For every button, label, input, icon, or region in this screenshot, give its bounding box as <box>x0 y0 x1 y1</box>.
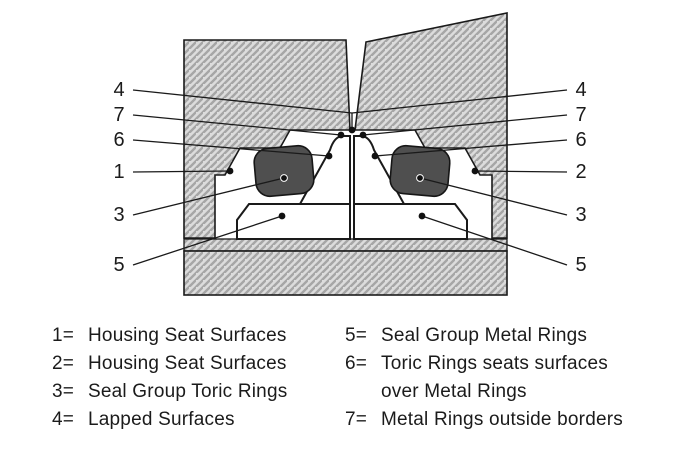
toric-ring-left <box>253 144 315 198</box>
housing-block-right <box>354 12 508 239</box>
leader-line <box>132 177 285 216</box>
legend-text-line: Toric Rings seats surfaces <box>381 353 608 374</box>
leader-line <box>351 89 568 114</box>
legend-text: Toric Rings seats surfaces over Metal Ri… <box>381 350 626 406</box>
legend-item-6: 6= Toric Rings seats surfaces over Metal… <box>345 350 635 406</box>
metal-ring-left-base <box>236 203 351 240</box>
callout-dot <box>471 167 479 175</box>
callout-dot <box>359 131 367 139</box>
legend-item-4: 4= Lapped Surfaces <box>52 406 345 434</box>
legend-num: 5= <box>345 325 368 346</box>
callout-dots <box>226 126 479 220</box>
leader-line <box>132 215 283 266</box>
label-2-right: 2 <box>575 161 586 183</box>
legend-text-line2: over Metal Rings <box>381 381 527 402</box>
leader-line <box>132 89 353 114</box>
callout-dot <box>226 167 234 175</box>
toric-ring-right <box>389 144 451 198</box>
label-3-right: 3 <box>575 204 586 226</box>
label-6-left: 6 <box>113 129 124 151</box>
legend-text-line: Lapped Surfaces <box>88 409 235 430</box>
left-number-labels: 4 7 6 1 3 5 <box>113 79 124 276</box>
leader-line <box>419 177 568 216</box>
label-5-left: 5 <box>113 254 124 276</box>
legend-num: 3= <box>52 381 75 402</box>
leader-line <box>421 215 568 266</box>
label-7-right: 7 <box>575 104 586 126</box>
legend-column-right: 5= Seal Group Metal Rings 6= Toric Rings… <box>345 322 635 434</box>
legend-num: 6= <box>345 353 368 374</box>
legend-text: Seal Group Metal Rings <box>381 322 626 350</box>
leader-line <box>374 139 568 157</box>
base-bar <box>183 250 508 296</box>
leader-line <box>474 170 568 173</box>
legend-num: 1= <box>52 325 75 346</box>
metal-ring-right-base <box>353 203 468 240</box>
legend-item-2: 2= Housing Seat Surfaces <box>52 350 345 378</box>
legend-num: 2= <box>52 353 75 374</box>
legend-item-5: 5= Seal Group Metal Rings <box>345 322 635 350</box>
legend-text-line: Housing Seat Surfaces <box>88 325 287 346</box>
leader-lines <box>132 89 568 266</box>
legend-text-line: Seal Group Metal Rings <box>381 325 588 346</box>
legend-text-line: Housing Seat Surfaces <box>88 353 287 374</box>
callout-dot <box>416 174 424 182</box>
legend-num: 7= <box>345 409 368 430</box>
legend-text: Lapped Surfaces <box>88 406 333 434</box>
legend-text: Housing Seat Surfaces <box>88 350 333 378</box>
legend-item-7: 7= Metal Rings outside borders <box>345 406 635 434</box>
legend-item-3: 3= Seal Group Toric Rings <box>52 378 345 406</box>
legend-text: Housing Seat Surfaces <box>88 322 333 350</box>
callout-dot <box>337 131 345 139</box>
leader-line <box>132 170 231 173</box>
label-7-left: 7 <box>113 104 124 126</box>
callout-dot <box>325 152 333 160</box>
label-1-left: 1 <box>113 161 124 183</box>
label-3-left: 3 <box>113 204 124 226</box>
seal-cross-section-diagram: 4 7 6 1 3 5 4 7 6 2 3 5 <box>113 12 587 296</box>
callout-dot <box>278 212 286 220</box>
leader-line <box>132 139 330 157</box>
label-4-right: 4 <box>575 79 586 101</box>
label-6-right: 6 <box>575 129 586 151</box>
legend-item-1: 1= Housing Seat Surfaces <box>52 322 345 350</box>
legend-text-line: Seal Group Toric Rings <box>88 381 288 402</box>
legend-num: 4= <box>52 409 75 430</box>
label-4-left: 4 <box>113 79 124 101</box>
callout-dot <box>418 212 426 220</box>
leader-line <box>132 114 342 136</box>
legend: 1= Housing Seat Surfaces 2= Housing Seat… <box>52 322 635 434</box>
legend-column-left: 1= Housing Seat Surfaces 2= Housing Seat… <box>52 322 345 434</box>
legend-text: Seal Group Toric Rings <box>88 378 333 406</box>
callout-dot <box>280 174 288 182</box>
callout-dot <box>371 152 379 160</box>
shaft-strip <box>183 238 508 252</box>
housing-block-left <box>183 39 351 239</box>
callout-dot <box>348 126 356 134</box>
legend-text-line: Metal Rings outside borders <box>381 409 623 430</box>
legend-text: Metal Rings outside borders <box>381 406 626 434</box>
leader-line <box>362 114 568 136</box>
right-number-labels: 4 7 6 2 3 5 <box>575 79 586 276</box>
label-5-right: 5 <box>575 254 586 276</box>
